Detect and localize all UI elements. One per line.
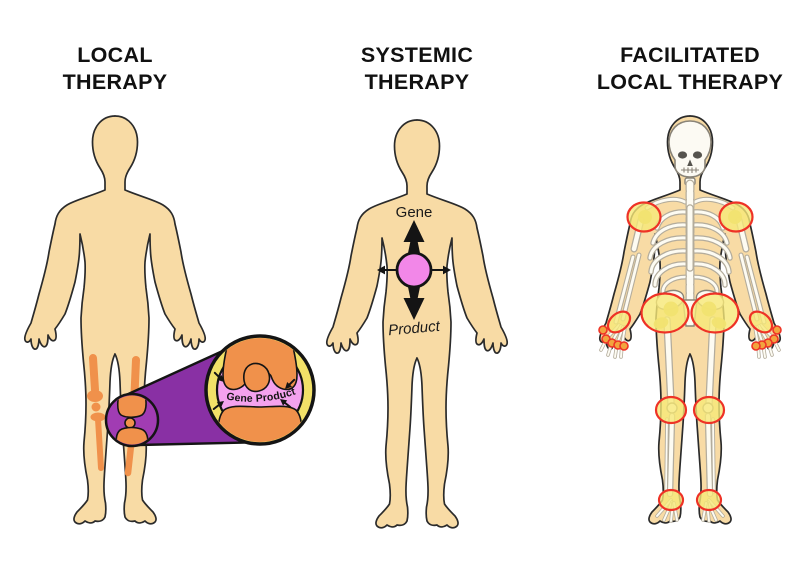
title-line: LOCAL — [77, 43, 153, 67]
gene-label: Gene — [396, 204, 433, 221]
knee-joint-marker — [104, 392, 160, 448]
title-line: FACILITATED — [620, 43, 760, 67]
title-line: LOCAL THERAPY — [596, 70, 784, 94]
leg-bones — [87, 354, 140, 477]
panel-title-local-therapy: LOCAL THERAPY — [18, 42, 212, 96]
gene-vector-circle — [395, 251, 433, 289]
figure-facilitated-local-therapy — [599, 115, 781, 524]
title-line: SYSTEMIC — [360, 43, 474, 67]
panel-title-systemic-therapy: SYSTEMIC THERAPY — [320, 42, 514, 96]
title-line: THERAPY — [364, 70, 470, 94]
magnified-knee-joint: Gene Product — [204, 334, 316, 446]
body-silhouette — [23, 115, 207, 525]
title-line: THERAPY — [62, 70, 168, 94]
figure-systemic-therapy: Gene Product — [325, 119, 509, 529]
panel-title-facilitated-local-therapy: FACILITATED LOCAL THERAPY — [566, 42, 812, 96]
skull — [668, 120, 712, 178]
product-label: Product — [387, 318, 441, 340]
figure-local-therapy: Gene Product — [23, 115, 316, 525]
